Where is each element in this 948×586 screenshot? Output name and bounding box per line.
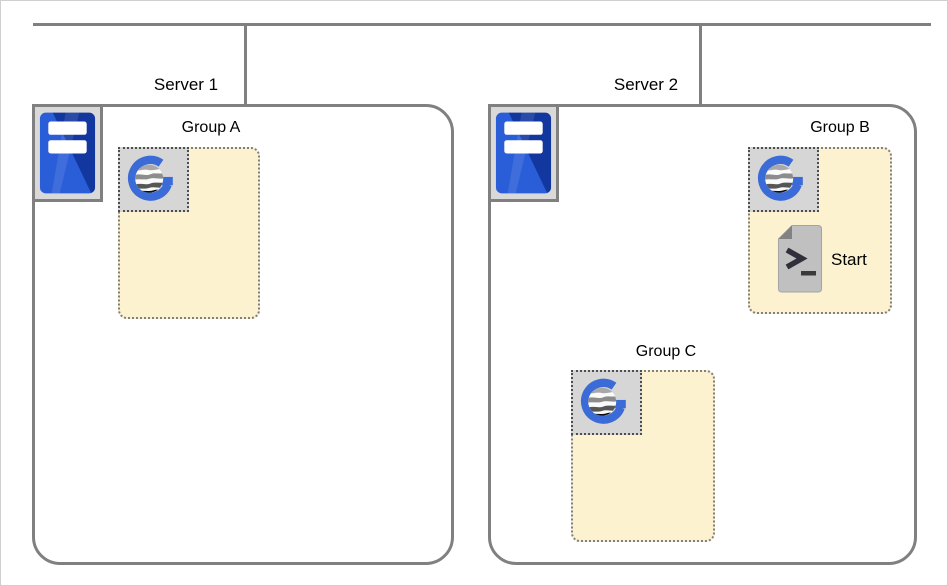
server-tower-icon <box>39 112 96 194</box>
terminal-script-icon <box>777 224 823 294</box>
g-globe-icon <box>753 152 815 208</box>
server1-label: Server 1 <box>153 75 219 94</box>
start-script-label: Start <box>831 250 867 269</box>
groupC-app-icon-square <box>571 370 642 435</box>
server2-connector-line <box>699 23 702 105</box>
g-globe-icon <box>123 152 185 208</box>
network-bus-line <box>33 23 931 26</box>
g-globe-icon <box>576 375 638 431</box>
groupC-label: Group C <box>635 343 697 360</box>
groupB-app-icon-square <box>748 147 819 212</box>
groupA-label: Group A <box>181 119 241 136</box>
server-tower-icon <box>495 112 552 194</box>
server1-connector-line <box>244 23 247 105</box>
groupA-box <box>118 147 260 319</box>
server2-icon-square <box>488 104 559 202</box>
groupA-app-icon-square <box>118 147 189 212</box>
start-script-icon <box>777 224 823 294</box>
groupB-label: Group B <box>810 119 870 136</box>
server2-label: Server 2 <box>613 75 679 94</box>
server1-icon-square <box>32 104 103 202</box>
